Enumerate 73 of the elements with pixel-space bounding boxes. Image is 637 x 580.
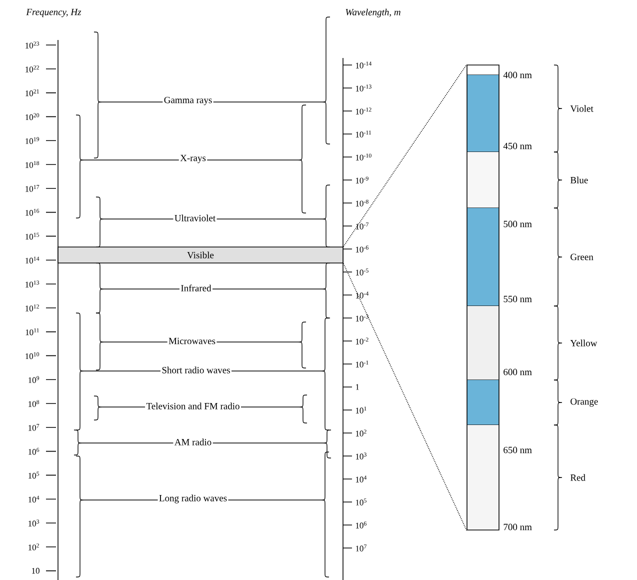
wavelength-label: 650 nm: [504, 446, 532, 454]
color-name: Green: [570, 254, 594, 260]
tick-label: 10$^{-5}$: [356, 268, 368, 276]
dotted-line: [343, 64, 467, 247]
wavelength-label: 700 nm: [504, 524, 532, 530]
axis-title: Wavelength, m: [346, 8, 400, 18]
tick-label: 1: [356, 384, 359, 390]
tick-label: 10$^{16}$: [26, 208, 40, 216]
tick-label: 10$^{2}$: [356, 430, 366, 436]
tick-label: 10$^{3}$: [356, 452, 366, 460]
band-label: Short radio waves: [162, 366, 230, 374]
tick-label: 10$^{12}$: [26, 304, 39, 312]
tick-label: 10$^{-13}$: [356, 84, 372, 92]
tick-label: 10$^{2}$: [28, 543, 39, 550]
color-name: Violet: [570, 105, 594, 112]
tick-label: 10$^{8}$: [28, 400, 40, 407]
tick-label: 10$^{-8}$: [356, 200, 368, 206]
wavelength-label: 600 nm: [504, 368, 532, 376]
tick-label: 10$^{1}$: [356, 406, 366, 414]
tick-label: 10$^{13}$: [26, 280, 40, 288]
tick-label: 10$^{19}$: [26, 137, 40, 144]
tick-label: 10$^{14}$: [26, 256, 40, 264]
band-label: AM radio: [174, 438, 212, 446]
tick-label: 10$^{18}$: [26, 161, 40, 168]
wavelength-label: 450 nm: [503, 142, 532, 150]
tick-label: 10$^{-7}$: [356, 222, 368, 230]
tick-label: 10$^{-14}$: [356, 62, 372, 68]
wavelength-label: 550 nm: [504, 296, 532, 302]
tick-label: 10$^{7}$: [28, 424, 40, 431]
tick-label: 10$^{4}$: [356, 476, 367, 482]
color-name: Yellow: [570, 340, 598, 346]
band-label: Long radio waves: [159, 494, 227, 504]
tick-label: 10$^{-4}$: [356, 292, 369, 298]
tick-label: 10$^{-1}$: [356, 360, 368, 368]
tick-label: 10$^{4}$: [28, 496, 40, 502]
tick-label: 10$^{17}$: [26, 184, 40, 192]
tick-label: 10$^{-9}$: [356, 176, 368, 184]
tick-label: 10: [32, 568, 40, 574]
tick-label: 10$^{3}$: [28, 520, 40, 526]
tick-label: 10$^{20}$: [26, 113, 40, 120]
band-label: X-rays: [180, 154, 206, 164]
tick-label: 10$^{-10}$: [356, 154, 372, 160]
tick-label: 10$^{11}$: [26, 328, 39, 336]
tick-label: 10$^{-6}$: [356, 246, 368, 252]
tick-label: 10$^{-12}$: [356, 108, 372, 114]
tick-label: 10$^{21}$: [26, 89, 39, 96]
tick-label: 10$^{15}$: [26, 232, 40, 240]
dotted-line: [343, 263, 467, 531]
wavelength-label: 400 nm: [503, 72, 532, 78]
tick-label: 10$^{22}$: [26, 65, 39, 72]
tick-label: 10$^{6}$: [356, 522, 366, 528]
tick-label: 10$^{23}$: [26, 42, 40, 48]
color-name: Orange: [570, 398, 598, 407]
band-label: Microwaves: [168, 338, 216, 344]
band-label: Television and FM radio: [146, 402, 240, 410]
tick-label: 10$^{10}$: [26, 352, 40, 360]
tick-label: 10$^{-3}$: [356, 314, 368, 322]
tick-label: 10$^{7}$: [356, 544, 366, 552]
tick-label: 10$^{5}$: [356, 498, 366, 506]
band-label: Infrared: [181, 284, 212, 292]
visible-band-box: Visible: [58, 246, 344, 264]
tick-label: 10$^{6}$: [28, 448, 40, 455]
color-name: Blue: [570, 176, 588, 184]
wavelength-label: 500 nm: [504, 220, 532, 228]
tick-label: 10$^{-2}$: [356, 338, 368, 344]
tick-label: 10$^{5}$: [28, 472, 40, 479]
axis-title: Frequency, Hz: [26, 8, 82, 18]
color-bar: [466, 64, 500, 530]
tick-label: 10$^{-11}$: [356, 130, 372, 138]
color-name: Red: [570, 474, 586, 481]
band-label: Gamma rays: [164, 96, 212, 106]
tick-label: 10$^{9}$: [28, 376, 40, 383]
band-label: Ultraviolet: [174, 214, 216, 222]
